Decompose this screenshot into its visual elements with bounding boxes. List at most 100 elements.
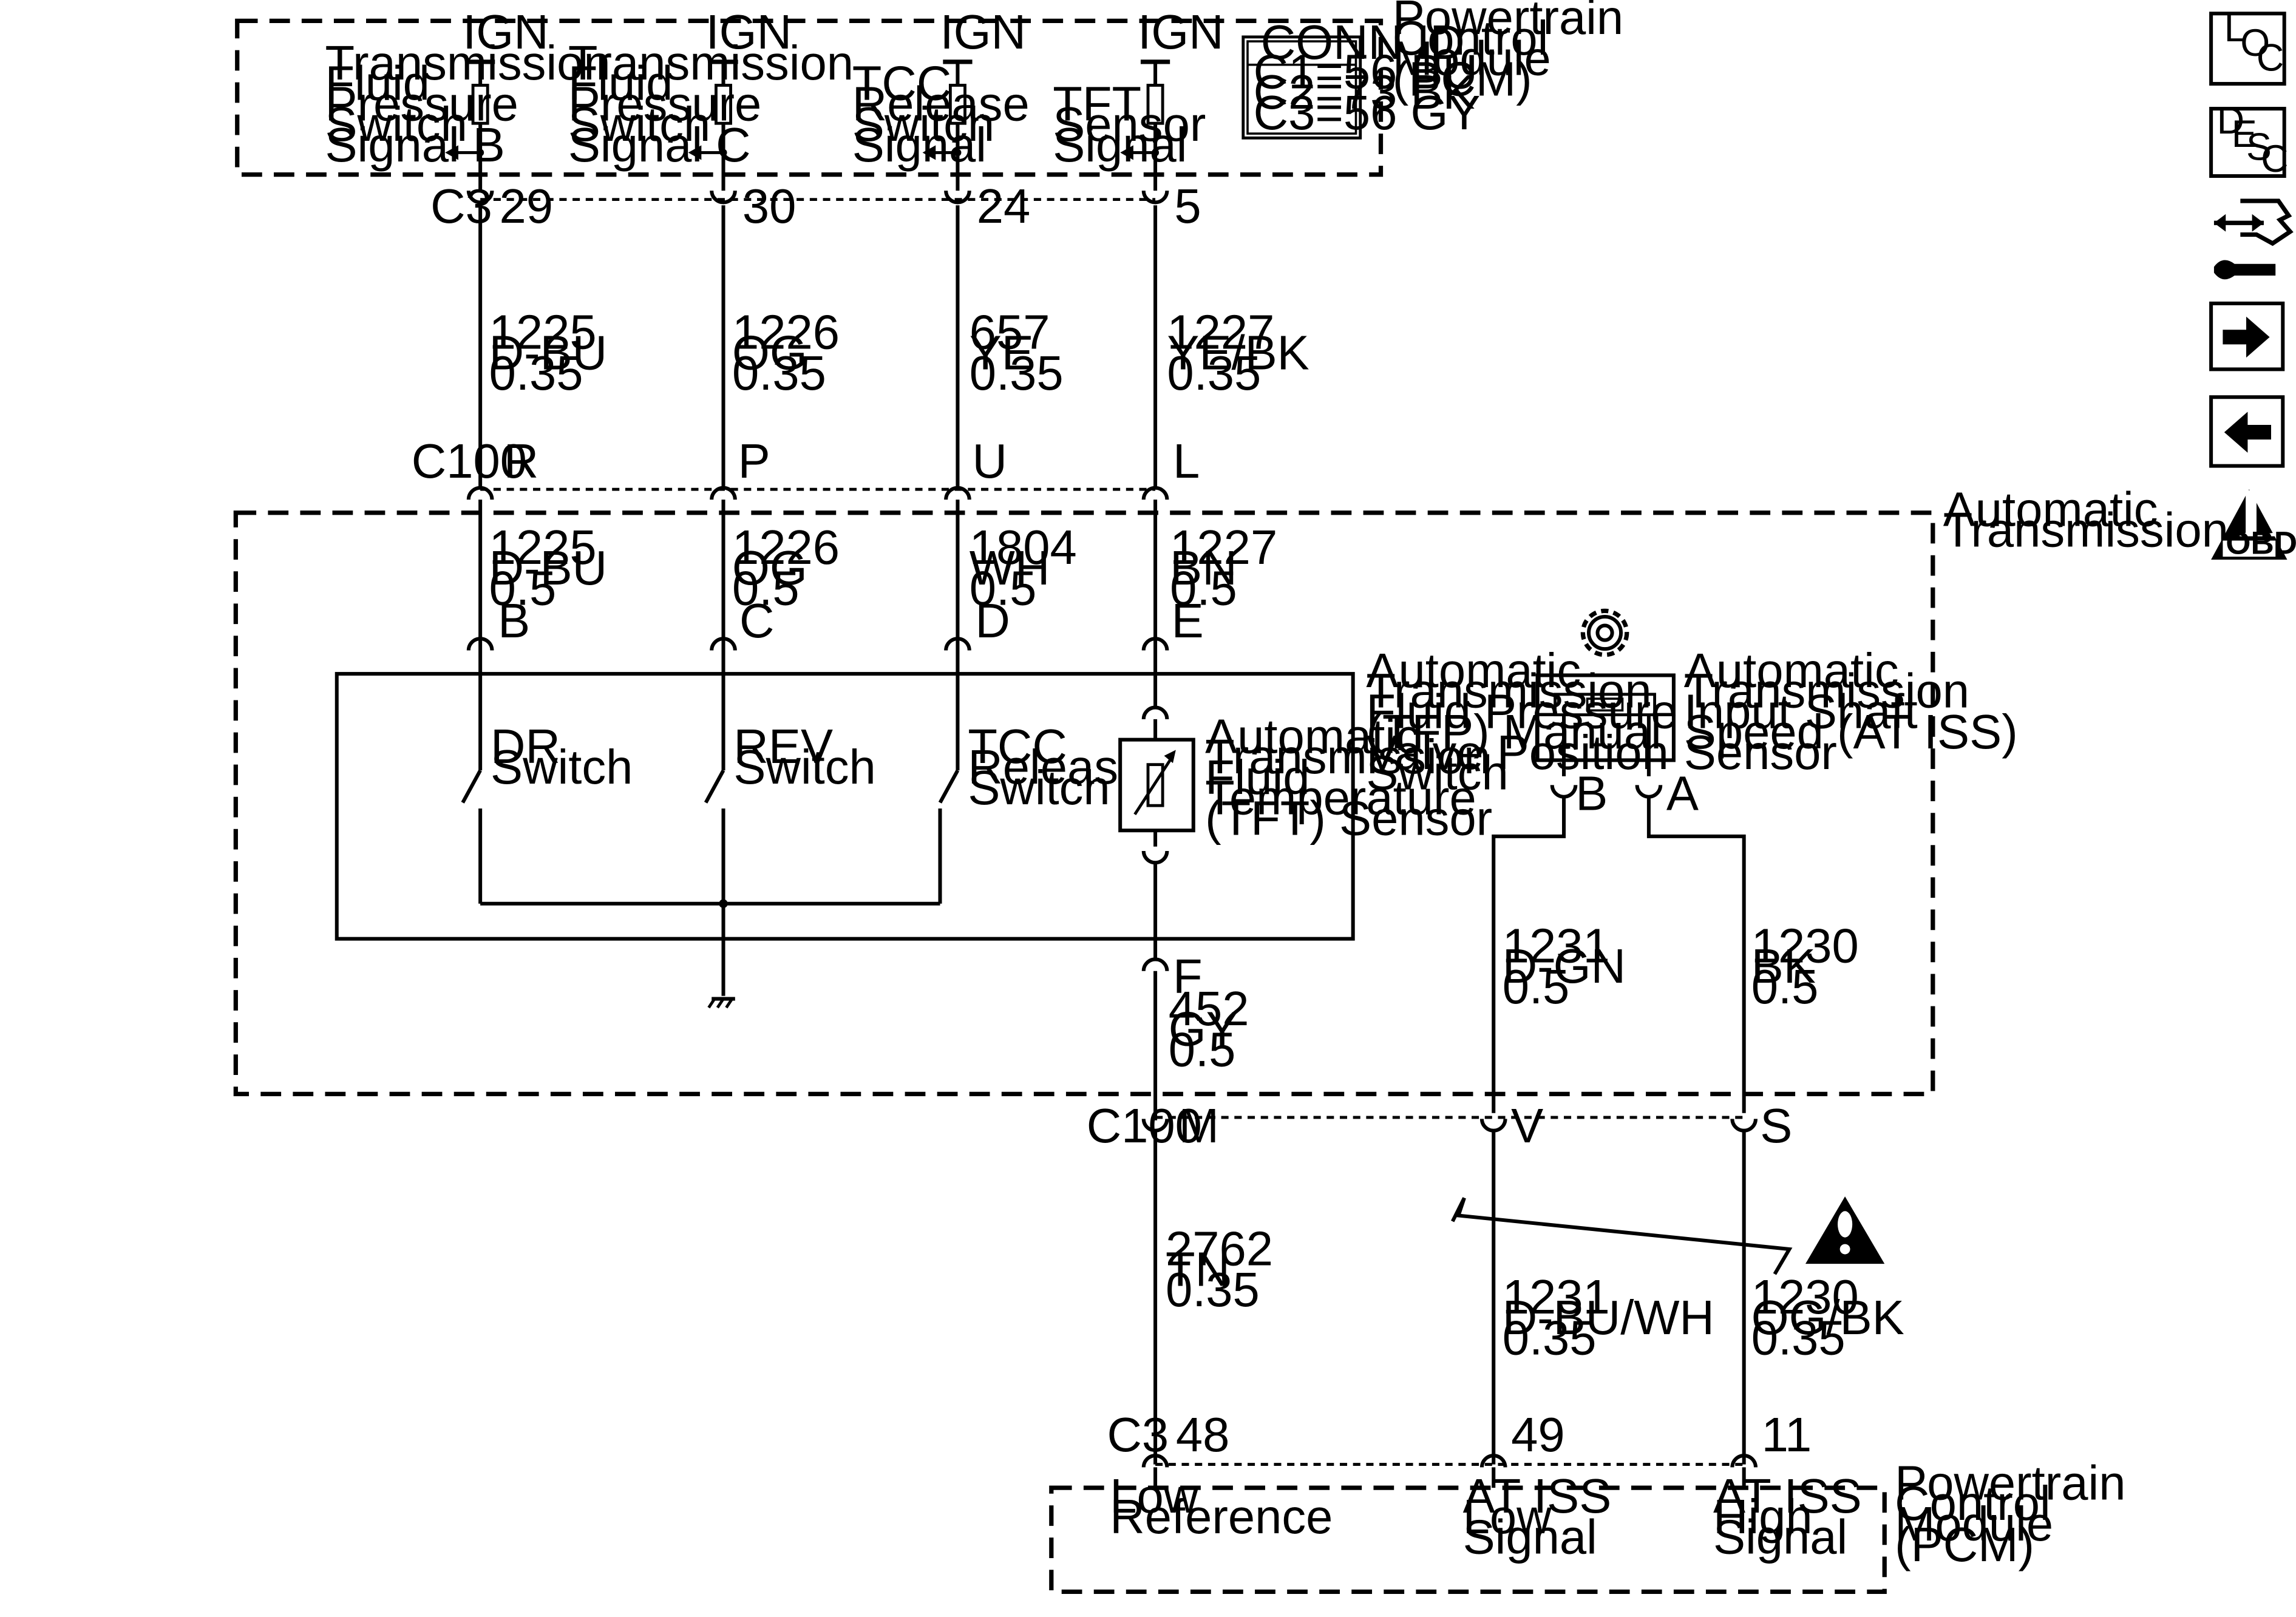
wire-label: 2762 TN 0.35	[1166, 1222, 1286, 1317]
signal-label-tcc: TCC Release Switch Signal	[852, 56, 1043, 172]
svg-text:C: C	[739, 594, 774, 648]
connector-label-c3-top: C3	[430, 179, 492, 233]
tft-sensor: Automatic Transmission Fluid Temperature…	[1118, 650, 1504, 1120]
wire-label: 1225 D-BU 0.35	[489, 305, 621, 401]
tcc-release-switch: TCC Release Switch	[938, 650, 1158, 904]
svg-text:D: D	[975, 594, 1010, 648]
svg-text:REV Switch: REV Switch	[733, 719, 875, 794]
svg-text:48: 48	[1176, 1408, 1230, 1462]
description-icon: D E S C	[2217, 100, 2289, 180]
ign-feed-2: IGN	[688, 5, 792, 191]
pcm-signal-labels: Transmission Fluid Pressure Switch Signa…	[325, 36, 1219, 172]
c100-bottom-connector: C100 M V S	[1087, 1099, 1793, 1153]
svg-text:S: S	[1760, 1099, 1792, 1153]
bottom-wires: 2762 TN 0.35 1231 D-BU/WH 0.35 1230 OG/B…	[1153, 1130, 1904, 1465]
wire-label: 452 GY 0.5	[1169, 981, 1263, 1077]
automatic-transmission-label: Automatic Transmission	[1943, 482, 2229, 557]
svg-text:U: U	[973, 434, 1007, 488]
ign-feed-4: IGN	[1120, 5, 1224, 191]
svg-text:L: L	[1173, 434, 1200, 488]
signal-arrow-icon	[445, 145, 458, 160]
bottom-signal-label: AT ISS Low Signal	[1463, 1469, 1625, 1564]
svg-text:II: II	[2238, 474, 2292, 552]
top-pcm-module: Powertrain Control Module (PCM)	[235, 0, 1637, 177]
previous-arrow-icon	[2224, 412, 2271, 453]
svg-text:TCC Release Sw: TCC Release Switch	[968, 719, 1158, 815]
svg-text:24: 24	[977, 179, 1031, 233]
wire-label: 1804 WH 0.5	[970, 520, 1090, 615]
bottom-pcm-label: Powertrain Control Module (PCM)	[1895, 1456, 2139, 1571]
tfp-switch-label: Automatic Transmission Fluid Pressure (T…	[1366, 643, 1691, 800]
pcm-c3-top-connector: C3 29 30 24 5	[430, 179, 1201, 233]
wire-label: 1226 OG 0.5	[732, 520, 853, 615]
transmission-connector: B C D E	[466, 594, 1204, 651]
connector-label-c100-bottom: C100	[1087, 1099, 1202, 1153]
connector-label-c100-top: C100	[412, 434, 527, 488]
wire-label: 1231 D-GN 0.5	[1503, 918, 1639, 1014]
wire-label: 1227 BN 0.5	[1170, 520, 1291, 615]
bottom-signal-label: Low Reference	[1110, 1469, 1333, 1544]
bottom-pcm-module: Low Reference AT ISS Low Signal AT ISS H…	[1049, 1456, 2139, 1595]
automatic-transmission-box: Automatic Transmission	[233, 482, 2229, 1096]
svg-text:A: A	[1666, 766, 1699, 820]
svg-text:P: P	[738, 434, 770, 488]
obd-ii-button[interactable]: II OBD II	[2211, 474, 2296, 561]
signal-arrow-icon	[688, 145, 702, 160]
next-arrow-icon	[2223, 316, 2270, 358]
signal-label-c: Transmission Fluid Pressure Switch Signa…	[568, 36, 867, 172]
signal-label-tft: TFT Sensor Signal	[1053, 76, 1219, 172]
pull-up-resistor	[1146, 84, 1164, 125]
next-button[interactable]	[2209, 301, 2285, 371]
desc-button[interactable]: D E S C	[2209, 100, 2289, 180]
signal-arrow-icon	[1120, 145, 1133, 160]
wire-label: 1226 OG 0.35	[732, 305, 853, 401]
iss-sensor-label: Automatic Transmission Input Shaft Speed…	[1684, 643, 2031, 779]
hall-element-icon	[1586, 697, 1624, 712]
location-icon: L O C	[2224, 7, 2284, 79]
wire-label: 1225 D-BU 0.5	[489, 520, 621, 615]
svg-text:R: R	[504, 434, 538, 488]
gear-icon	[1580, 608, 1629, 657]
pull-up-resistor	[715, 84, 732, 125]
top-pcm-label: Powertrain Control Module (PCM)	[1393, 0, 1637, 106]
svg-text:29: 29	[499, 179, 553, 233]
component-view-button[interactable]	[2213, 198, 2294, 280]
svg-text:49: 49	[1511, 1408, 1565, 1462]
ground-icon	[707, 997, 735, 1009]
wire-label: 1231 D-BU/WH 0.35	[1503, 1270, 1728, 1365]
loc-button[interactable]: L O C	[2209, 7, 2286, 86]
connector-label-c3-bottom: C3	[1107, 1408, 1169, 1462]
upper-wires: 1225 D-BU 0.35 1226 OG 0.35 657 YE 0.35 …	[478, 205, 1323, 490]
ign-feed-1: IGN	[445, 5, 549, 191]
conn-id-box: CONN ID C1=56 BU C2=73 BK C3=56 GY	[1241, 15, 1480, 140]
svg-text:IGN: IGN	[706, 5, 792, 59]
caution-icon	[1805, 1196, 1885, 1264]
c100-top-connector: C100 R P U L	[412, 434, 1200, 500]
svg-text:M: M	[1179, 1099, 1219, 1153]
ign-feeds: IGN IGN IGN	[445, 5, 1224, 191]
bottom-signal-label: AT ISS High Signal	[1713, 1469, 1875, 1564]
dr-switch: DR Switch	[461, 650, 633, 904]
wire-label: 657 YE 0.35	[970, 305, 1064, 401]
svg-text:B: B	[498, 594, 530, 648]
tft-sensor-label: Automatic Transmission Fluid Temperature…	[1205, 709, 1504, 845]
signal-arrow-icon	[922, 145, 936, 160]
sidebar-nav: L O C D E S C	[2209, 7, 2296, 561]
lower-wires: 1225 D-BU 0.5 1226 OG 0.5 1804 WH 0.5 12…	[478, 500, 1291, 651]
svg-text:11: 11	[1762, 1408, 1812, 1462]
svg-text:F: F	[1173, 949, 1203, 1003]
previous-button[interactable]	[2209, 395, 2285, 468]
svg-text:DR Switch: DR Switch	[491, 719, 633, 794]
pcm-c3-bottom-connector: C3 48 49 11	[1107, 1408, 1812, 1488]
twisted-pair-icon	[1450, 1197, 1793, 1275]
wire-label: 1227 YE/BK 0.35	[1167, 305, 1323, 401]
svg-text:5: 5	[1174, 179, 1201, 233]
svg-text:OBD II: OBD II	[2226, 525, 2296, 561]
svg-text:30: 30	[742, 179, 796, 233]
at-iss-sensor: B A Automatic Transmission Input Shaft S…	[1492, 608, 2031, 1113]
svg-text:V: V	[1511, 1099, 1543, 1153]
obd-ii-icon: II OBD II	[2211, 474, 2296, 561]
thermistor-icon	[1146, 763, 1164, 807]
svg-text:IGN: IGN	[463, 5, 548, 59]
